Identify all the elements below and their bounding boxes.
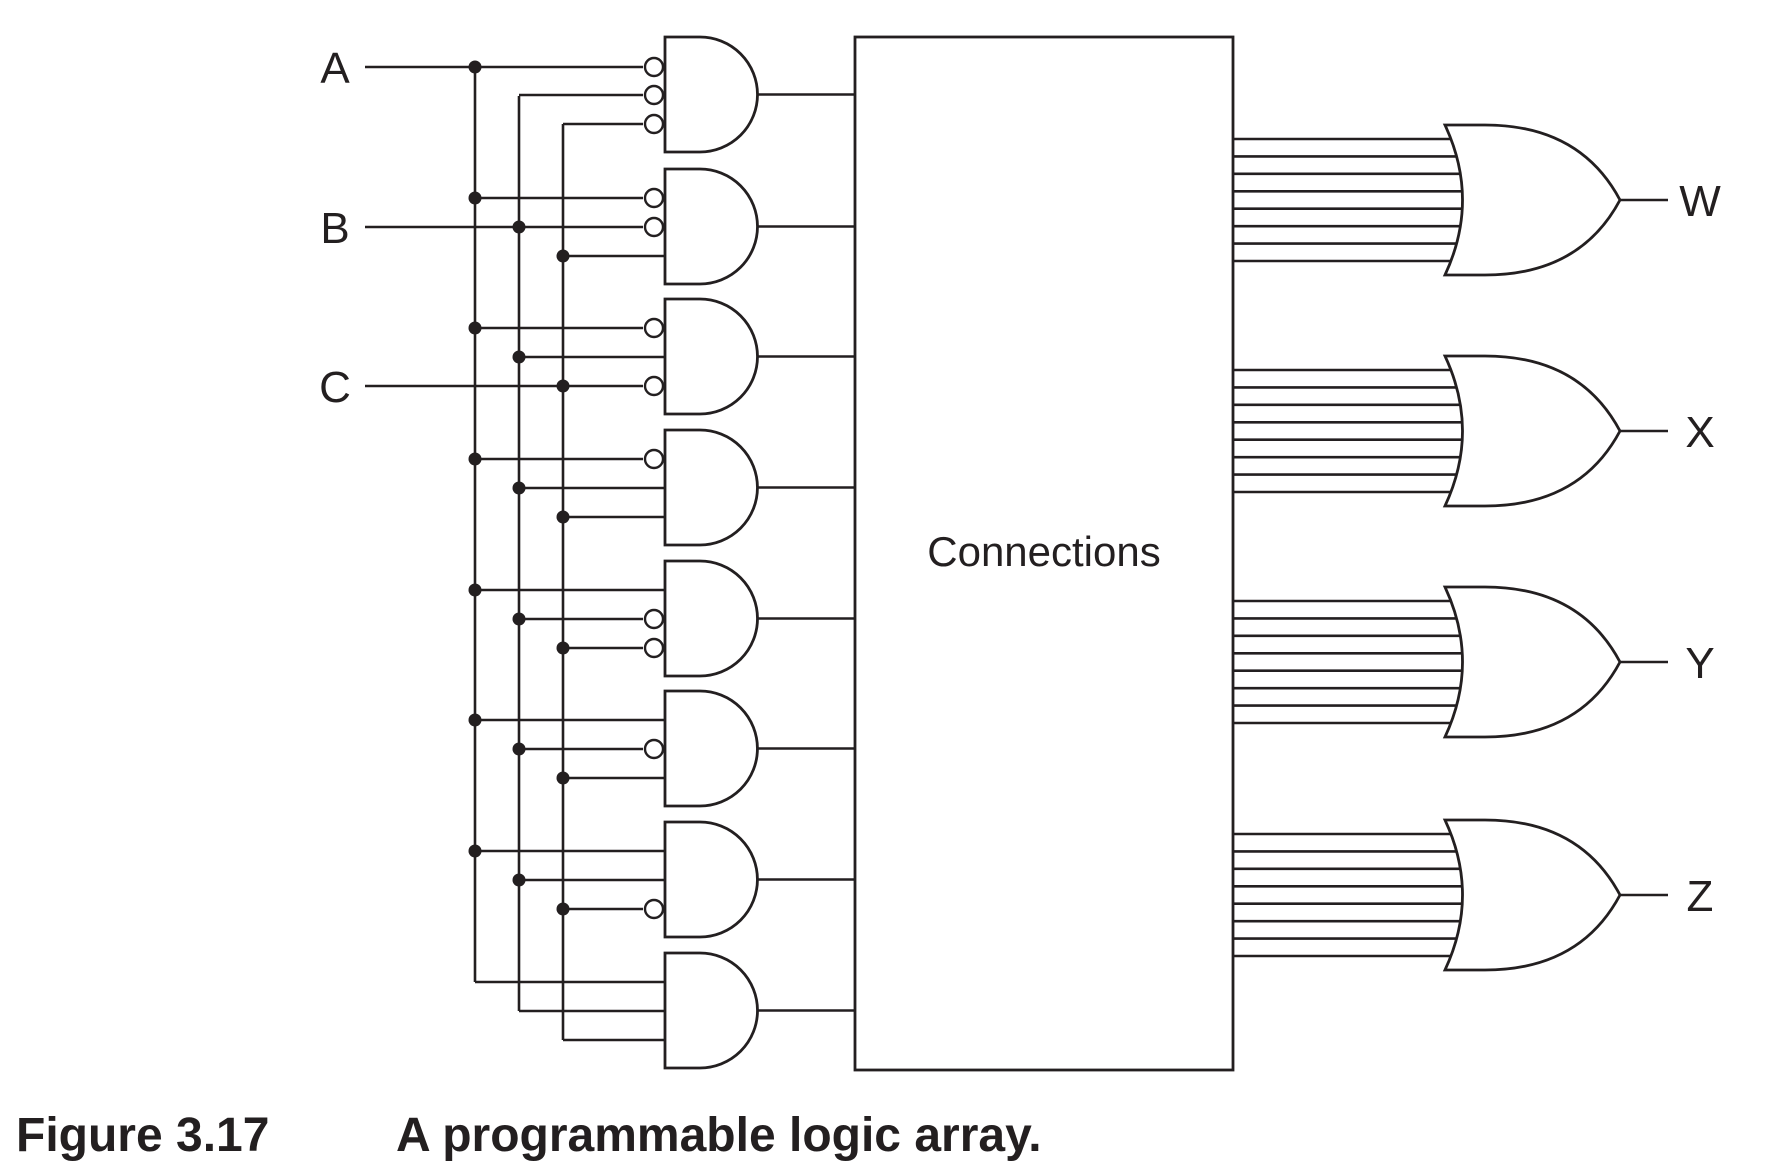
junction-dot <box>468 844 482 858</box>
output-label-w: W <box>1679 177 1721 226</box>
junction-dot <box>468 583 482 597</box>
or-gate-y <box>1442 585 1622 739</box>
inverter-bubble <box>643 608 665 630</box>
junction-dot <box>556 771 570 785</box>
junction-dot <box>512 220 526 234</box>
connections-box <box>853 35 1235 1072</box>
junction-dot <box>512 481 526 495</box>
junction-dot <box>468 713 482 727</box>
junction-dot <box>512 350 526 364</box>
connections-label: Connections <box>927 528 1160 575</box>
or-gate-w <box>1442 123 1622 277</box>
inverter-bubble <box>643 216 665 238</box>
junction-dot <box>556 249 570 263</box>
input-label-a: A <box>320 44 350 93</box>
inverter-bubble <box>643 637 665 659</box>
output-label-x: X <box>1685 408 1714 457</box>
junction-dot <box>512 873 526 887</box>
junction-dot <box>556 902 570 916</box>
junction-dot <box>468 60 482 74</box>
figure-number: Figure 3.17 <box>16 1109 270 1162</box>
inverter-bubble <box>643 898 665 920</box>
inverter-bubble <box>643 317 665 339</box>
input-label-c: C <box>319 363 351 412</box>
inverter-bubble <box>643 448 665 470</box>
inverter-bubble <box>643 84 665 106</box>
junction-dot <box>512 612 526 626</box>
junction-dot <box>512 742 526 756</box>
input-label-b: B <box>320 204 349 253</box>
figure-caption-text: A programmable logic array. <box>396 1109 1042 1162</box>
or-gate-x <box>1442 354 1622 508</box>
and-gate-8 <box>663 951 759 1070</box>
figure-caption: Figure 3.17 A programmable logic array. <box>16 1108 1042 1163</box>
wire-layer <box>365 65 1668 1042</box>
and-gate-4 <box>663 428 759 547</box>
inverter-bubble <box>643 187 665 209</box>
and-gate-7 <box>663 820 759 939</box>
inverter-bubble <box>643 113 665 135</box>
junction-dot <box>468 191 482 205</box>
and-gate-5 <box>663 559 759 678</box>
junction-dot <box>556 510 570 524</box>
or-gate-z <box>1442 818 1622 972</box>
junction-dot <box>556 641 570 655</box>
and-gate-6 <box>663 689 759 808</box>
output-label-z: Z <box>1687 872 1714 921</box>
junction-dot <box>468 452 482 466</box>
label-layer: A B C W X Y Z <box>319 44 1721 921</box>
inverter-bubble <box>643 738 665 760</box>
gate-layer <box>468 35 1622 1070</box>
and-gate-2 <box>663 167 759 286</box>
junction-dot <box>556 379 570 393</box>
inverter-bubble <box>643 375 665 397</box>
output-label-y: Y <box>1685 639 1714 688</box>
and-gate-1 <box>663 35 759 154</box>
junction-dot <box>468 321 482 335</box>
inverter-bubble <box>643 56 665 78</box>
and-gate-3 <box>663 297 759 416</box>
